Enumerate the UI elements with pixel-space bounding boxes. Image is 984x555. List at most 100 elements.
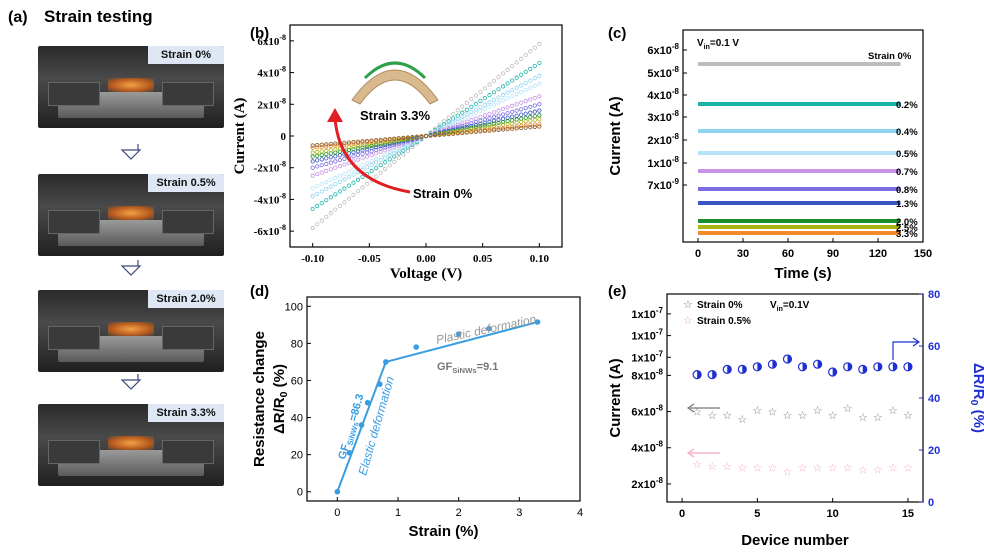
data-point (514, 126, 519, 131)
data-point (510, 109, 515, 114)
star-marker: ☆ (752, 405, 762, 417)
data-point (491, 126, 497, 131)
time-series (698, 151, 901, 155)
data-point (496, 113, 501, 118)
y-tick-label: 1x10-7 (631, 306, 663, 321)
data-point (364, 150, 370, 155)
data-point (333, 207, 338, 212)
data-point-half (907, 362, 912, 371)
data-point (532, 95, 537, 101)
data-point (392, 154, 397, 159)
data-point (500, 84, 506, 89)
data-point (342, 142, 347, 147)
x-tick-label: 90 (827, 248, 839, 260)
data-point (446, 119, 451, 124)
data-point (500, 98, 506, 103)
data-point (355, 139, 361, 144)
data-point (464, 122, 469, 127)
data-point (360, 156, 365, 161)
data-point (478, 98, 483, 104)
data-point (315, 143, 320, 148)
time-series (698, 102, 901, 106)
data-point (346, 141, 352, 147)
data-point (487, 116, 492, 121)
data-point (487, 93, 492, 98)
data-point (532, 103, 537, 108)
y-tick-label: 6x10-8 (631, 404, 663, 419)
data-point (482, 95, 488, 101)
data-point (455, 129, 460, 134)
data-point (410, 142, 415, 147)
data-point (446, 131, 451, 137)
panel-c-label: (c) (608, 25, 626, 42)
series-label: 2.5% (896, 223, 918, 234)
data-point (346, 449, 353, 456)
data-point (360, 151, 365, 156)
data-point (482, 120, 488, 125)
y-tick-label: 7x10-9 (647, 177, 679, 192)
data-point (355, 149, 361, 154)
data-point (455, 108, 460, 113)
data-point (374, 142, 379, 148)
data-point (487, 82, 492, 87)
data-point (523, 125, 528, 130)
data-point (496, 120, 501, 125)
data-point (315, 145, 320, 150)
data-point (455, 131, 460, 136)
data-point (355, 157, 361, 162)
y-tick-label: 60 (291, 375, 303, 387)
data-point (401, 148, 406, 153)
data-point (455, 117, 460, 122)
data-point (396, 136, 401, 141)
y-tick-label: 0 (281, 131, 287, 143)
y-tick-label: 80 (291, 338, 303, 350)
device-series (692, 354, 913, 380)
data-point (537, 73, 542, 78)
data-point (505, 111, 510, 116)
data-point (532, 45, 537, 50)
data-point (324, 148, 329, 153)
x-tick-label: 0 (334, 507, 340, 519)
iv-series (310, 122, 542, 150)
data-point (364, 181, 370, 186)
data-point (464, 119, 469, 124)
data-point (378, 154, 383, 160)
data-point (351, 167, 356, 172)
data-point (315, 191, 320, 196)
series-band (698, 62, 901, 66)
data-point (491, 118, 497, 123)
data-point (523, 87, 528, 93)
data-point (360, 143, 365, 148)
data-point (410, 144, 415, 150)
data-point (346, 140, 352, 145)
data-point (333, 147, 338, 152)
data-point (510, 78, 515, 83)
data-point (537, 94, 542, 99)
y-tick-label: 2x10-8 (631, 476, 663, 491)
data-point (423, 133, 429, 139)
data-point (500, 112, 506, 117)
data-point (446, 125, 451, 131)
data-point (500, 127, 506, 132)
y-tick-label: 4x10-8 (257, 65, 286, 80)
data-point (491, 128, 497, 133)
data-point (514, 85, 519, 90)
data-point (455, 331, 462, 337)
data-point (360, 145, 365, 150)
star-marker: ☆ (722, 410, 732, 422)
data-point (374, 145, 379, 150)
data-point (500, 106, 506, 112)
y-tick-label: 1x10-7 (631, 349, 663, 364)
data-point (523, 99, 528, 104)
data-point (360, 185, 365, 190)
right-axis-arrow-icon (892, 337, 921, 360)
data-point (496, 127, 501, 133)
series-label: 0.8% (896, 185, 918, 196)
series-label: 0.4% (896, 127, 918, 138)
data-point (333, 159, 338, 164)
data-point (428, 133, 433, 138)
y-tick-label: 0 (297, 487, 303, 499)
data-point (337, 164, 342, 169)
panel-d-label: (d) (250, 283, 269, 300)
data-point (337, 179, 342, 184)
